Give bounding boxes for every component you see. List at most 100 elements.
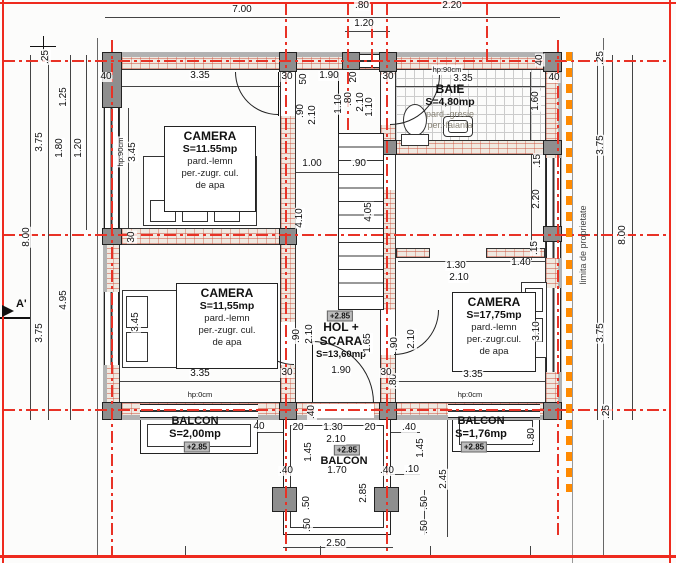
dim-label: 3.75 [595,322,606,344]
dim-label: 1.90 [330,365,352,376]
dim-label: 40 [534,53,545,67]
room-title: BALCON [457,415,505,427]
dim-label: 20 [363,422,377,433]
dim-line [396,381,545,382]
dim-label: 1.45 [303,441,314,463]
dim-label: 1.00 [301,158,323,169]
column [543,52,562,72]
dim-label: hp:0cm [456,390,484,400]
section-label: A' [16,298,27,310]
dim-label: 1.20 [353,18,375,29]
dim-label: .80 [354,0,370,11]
dim-label: 1.65 [362,332,373,354]
room-label-camera-right: CAMERA S=17,75mp pard.-lemn per.-zugr.cu… [452,292,536,372]
dim-label: 20 [291,422,305,433]
entrance-opening [312,404,374,418]
dim-label: 8.00 [21,226,32,248]
dim-label: 30 [381,71,395,82]
room-finish: pard.-lemn [471,322,517,333]
dim-label: hp:0cm [186,390,214,400]
window [140,404,258,418]
bottom-tick [430,546,431,556]
axis-line-v [386,3,388,556]
room-title: HOL + [323,320,359,334]
property-line-edge [572,52,573,563]
dim-label: .90 [295,103,306,119]
page-border-bottom [0,555,676,558]
dim-label: .15 [529,240,540,256]
room-label-camera-top-left: CAMERA S=11.55mp pard.-lemn per.-zugr. c… [164,126,256,212]
bottom-tick [530,546,531,556]
bottom-tick [320,546,321,556]
dim-label: 1.80 [54,137,65,159]
room-title: BALCON [320,455,368,467]
dim-line [396,86,545,87]
room-area: S=1,76mp [455,428,507,440]
dim-label: .90 [291,328,302,344]
balcony-right-label: BALCON S=1,76mp [438,414,524,441]
dim-label: 3.45 [130,311,141,333]
dim-label: 1.45 [415,437,426,459]
dim-line [103,381,296,382]
dim-label: 2.10 [304,323,315,345]
dim-label: 3.35 [189,368,211,379]
room-area: S=11.55mp [182,143,238,155]
dim-label: 2.10 [307,104,318,126]
column [379,402,397,420]
room-area: S=17,75mp [466,309,522,321]
dim-label: .25 [40,49,51,65]
column [279,52,297,72]
dim-label: 20 [348,70,359,84]
section-arrow [2,305,14,317]
dim-label: .40 [401,422,417,433]
dim-label: 1.40 [510,257,532,268]
room-area: S=4,80mp [425,96,475,108]
dim-label: 2.10 [325,434,347,445]
dim-label: .25 [595,50,606,66]
dim-label: .90 [351,158,367,169]
dim-line [530,72,531,140]
column [279,228,297,245]
dim-line [86,55,87,230]
axis-line-v [285,3,287,556]
axis-line-v [557,40,559,535]
dim-label: .50 [301,495,312,511]
dim-label: .40 [379,465,395,476]
room-title: CAMERA [183,129,237,143]
room-title: BAIE [435,82,465,96]
room-title: CAMERA [200,286,254,300]
dim-label: 3.35 [189,70,211,81]
level-badge: +2.85 [460,441,488,453]
passage-opening [381,155,395,190]
room-area: S=13,60mp [316,349,366,360]
dim-label: 30 [280,71,294,82]
sink-basin-icon [448,120,468,133]
dim-label: 7.00 [231,4,253,15]
room-title: BALCON [171,415,219,427]
dim-label: 2.50 [325,538,347,549]
dim-label: 1.30 [322,422,344,433]
axis-line-v [371,3,373,68]
dim-label: 2.10 [406,328,417,350]
dim-line [105,17,560,18]
dim-label: 3.75 [595,134,606,156]
room-finish: pard.-lemn [204,313,250,324]
axis-line-v [347,3,349,133]
level-badge: +2.85 [333,444,361,456]
room-finish: per.-faianta [427,120,473,130]
room-finish: pard.-gresie [425,109,475,119]
wall-stub-left [396,248,430,258]
dim-label: 4.05 [363,201,374,223]
page-border-left [2,0,4,563]
dim-label: 2.45 [438,468,449,490]
axis-line-h [3,60,669,62]
column [543,402,562,420]
wall-middle [103,228,296,245]
dim-line [398,261,545,262]
dim-label: 2.20 [441,0,463,11]
column [379,52,397,72]
room-finish: de apa [212,337,242,348]
toilet-tank-icon [401,134,429,146]
dim-label: 3.10 [531,320,542,342]
dim-label: 50 [298,72,309,86]
